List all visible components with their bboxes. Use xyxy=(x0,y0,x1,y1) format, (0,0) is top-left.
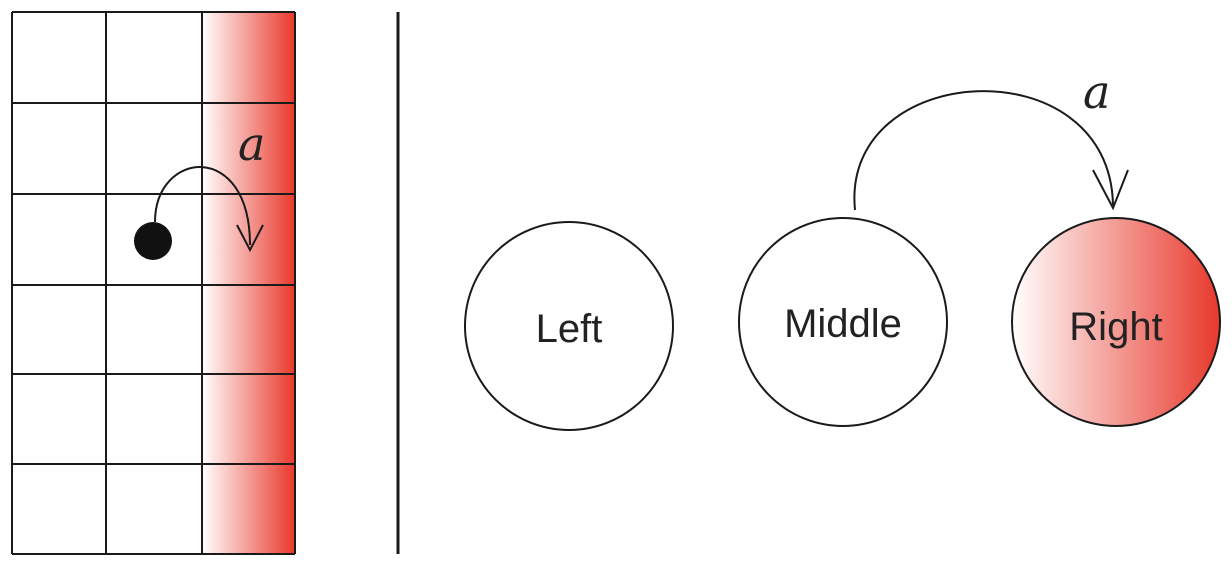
grid-lines xyxy=(11,11,296,555)
state-left-circle xyxy=(464,221,674,431)
state-middle-label: Middle xyxy=(784,302,902,346)
grid-action-arc xyxy=(154,166,251,246)
state-middle-circle xyxy=(738,217,948,427)
transition-label: a xyxy=(1083,65,1110,119)
state-diagram: Left Middle Right a xyxy=(464,65,1221,431)
transition-arrowhead xyxy=(1092,169,1129,211)
gridworld: a xyxy=(11,11,296,555)
state-right-label: Right xyxy=(1069,305,1162,349)
state-left: Left xyxy=(464,221,674,431)
grid-action-arrowhead xyxy=(236,224,264,253)
grid-action-label: a xyxy=(238,117,265,171)
state-left-label: Left xyxy=(536,307,603,351)
transition-arc xyxy=(853,90,1114,211)
state-right-circle xyxy=(1011,217,1221,427)
state-middle: Middle xyxy=(738,217,948,427)
agent-dot xyxy=(134,222,172,260)
state-right: Right xyxy=(1011,217,1221,427)
highlighted-column xyxy=(202,12,295,554)
